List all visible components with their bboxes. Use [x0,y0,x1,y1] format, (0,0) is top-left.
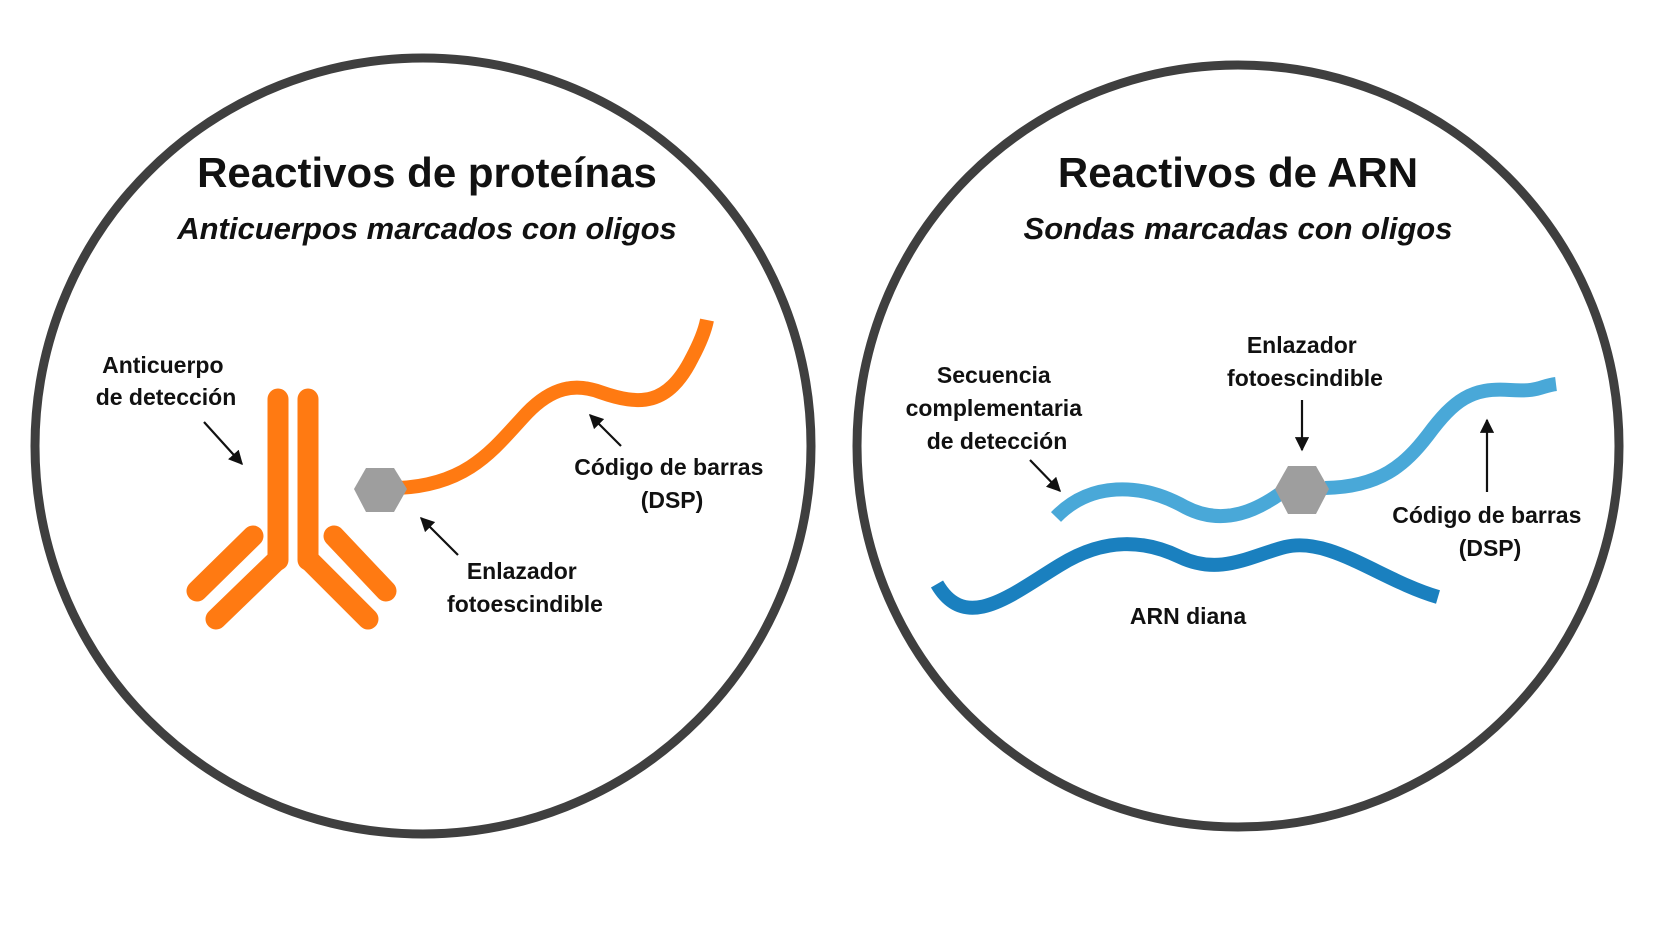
protein-panel: Reactivos de proteínas Anticuerpos marca… [30,53,816,839]
protein-barcode-label: Código de barras (DSP) [574,454,770,513]
barcode-oligo-icon [1324,377,1558,495]
protein-linker-label: Enlazador fotoescindible [447,558,603,617]
protein-panel-circle [30,53,816,839]
target-rna-label: ARN diana [1130,603,1247,629]
antibody-icon [186,388,397,630]
probe-oligo-icon [1050,482,1286,523]
rna-panel-title: Reactivos de ARN [1058,149,1418,196]
rna-panel-circle [852,60,1624,832]
protein-linker-arrow [419,516,459,556]
photocleavable-linker-icon [354,468,407,512]
protein-panel-title: Reactivos de proteínas [197,149,657,196]
complementary-sequence-arrow [1029,459,1061,493]
protein-panel-subtitle: Anticuerpos marcados con oligos [176,211,677,246]
photocleavable-linker-icon [1275,466,1329,514]
rna-barcode-label: Código de barras (DSP) [1392,502,1588,561]
antibody-arrow [203,421,243,466]
antibody-label: Anticuerpo de detección [96,352,237,410]
protein-barcode-arrow [588,413,622,447]
complementary-sequence-label: Secuencia complementaria de detección [906,362,1089,454]
rna-panel-subtitle: Sondas marcadas con oligos [1024,211,1453,246]
target-rna-icon [930,537,1441,615]
rna-panel: Reactivos de ARN Sondas marcadas con oli… [852,60,1624,832]
rna-linker-label: Enlazador fotoescindible [1227,332,1383,391]
barcode-oligo-icon [397,318,714,495]
